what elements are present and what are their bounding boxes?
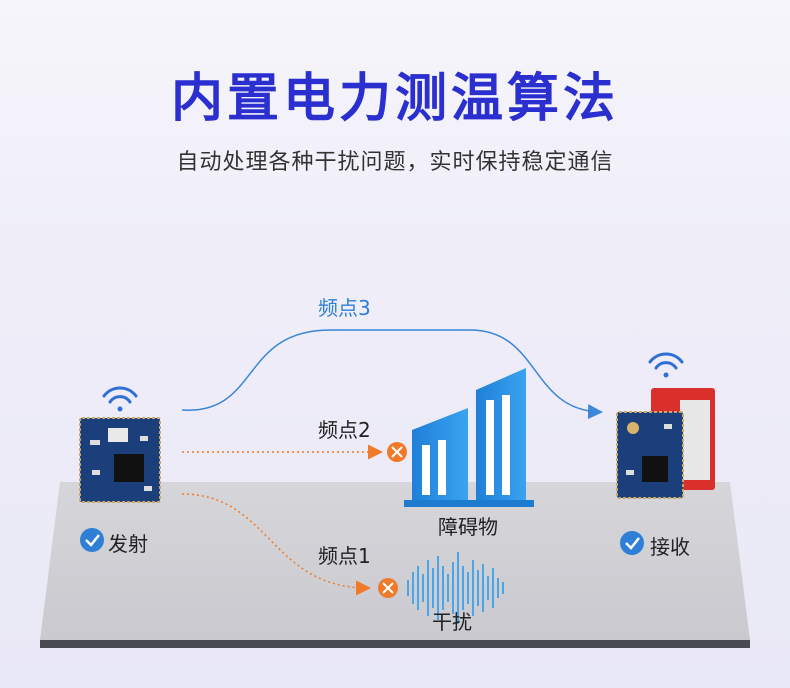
page-subtitle: 自动处理各种干扰问题，实时保持稳定通信 — [176, 150, 614, 175]
transmitter-module — [79, 417, 161, 503]
interference-label: 干扰 — [432, 610, 472, 634]
blocked-x-icon — [378, 578, 398, 598]
wifi-icon — [648, 352, 684, 378]
receiver-module — [616, 388, 715, 499]
transmit-label: 发射 — [108, 532, 148, 556]
blocked-x-icon — [387, 442, 407, 462]
receive-label: 接收 — [650, 535, 690, 559]
obstacle-label: 障碍物 — [438, 515, 498, 539]
interference-wave-icon — [407, 552, 504, 624]
check-icon — [620, 531, 644, 555]
frequency-3-path — [181, 329, 603, 420]
building-icon — [404, 368, 534, 507]
frequency-2-label: 频点2 — [318, 418, 371, 442]
check-icon — [80, 528, 104, 552]
frequency-1-path — [181, 493, 371, 596]
frequency-1-label: 频点1 — [318, 544, 371, 568]
wifi-icon — [102, 386, 138, 412]
page-title: 内置电力测温算法 — [170, 69, 619, 129]
frequency-3-label: 频点3 — [318, 296, 371, 320]
ground-platform — [40, 482, 750, 648]
